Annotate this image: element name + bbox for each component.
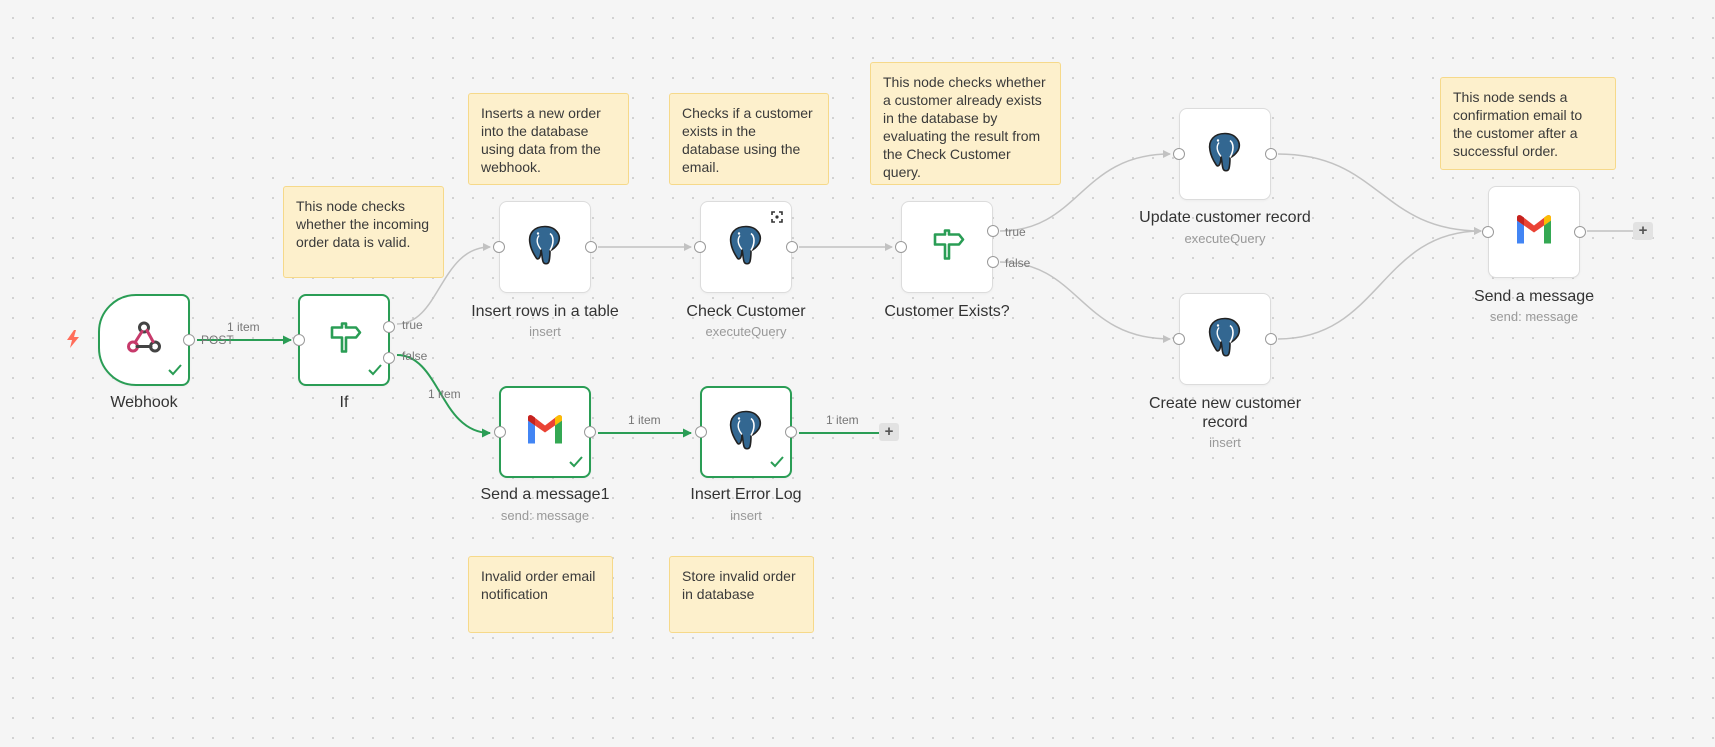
add-node-button[interactable]: + xyxy=(1633,222,1653,240)
edge-exists-true-update[interactable] xyxy=(999,150,1171,232)
insert-rows-node[interactable] xyxy=(493,201,597,293)
edge-if-true-insert[interactable] xyxy=(396,243,491,325)
output-handle[interactable] xyxy=(1265,333,1277,345)
send-message1-node-subtitle: send: message xyxy=(500,508,590,523)
webhook-icon xyxy=(124,318,164,363)
create-customer-node[interactable] xyxy=(1173,293,1277,385)
postgres-elephant-icon xyxy=(1205,131,1245,178)
webhook-output-label: POST xyxy=(201,333,234,347)
success-check-icon xyxy=(569,455,583,473)
sticky-note-exists[interactable]: This node checks whether a customer alre… xyxy=(870,62,1061,185)
success-check-icon xyxy=(168,363,182,381)
success-check-icon xyxy=(368,363,382,381)
if-node[interactable] xyxy=(293,294,395,386)
input-handle[interactable] xyxy=(493,241,505,253)
edge-create-send[interactable] xyxy=(1277,227,1482,340)
edge-update-send[interactable] xyxy=(1277,153,1482,235)
if-false-label: false xyxy=(402,349,428,363)
webhook-node[interactable] xyxy=(98,294,195,386)
true-output-handle[interactable] xyxy=(987,225,999,237)
lightning-bolt-icon xyxy=(66,330,80,353)
send-message1-node-title: Send a message1 xyxy=(480,486,610,503)
insert-rows-node-title: Insert rows in a table xyxy=(471,303,619,320)
signpost-icon xyxy=(326,320,362,361)
input-handle[interactable] xyxy=(1173,333,1185,345)
output-handle[interactable] xyxy=(1574,226,1586,238)
sticky-note-insert[interactable]: Inserts a new order into the database us… xyxy=(468,93,629,185)
if-true-label: true xyxy=(402,318,423,332)
add-node-button[interactable]: + xyxy=(879,423,899,441)
sticky-note-send[interactable]: This node sends a confirmation email to … xyxy=(1440,77,1616,170)
gmail-icon xyxy=(1514,215,1554,250)
input-handle[interactable] xyxy=(1173,148,1185,160)
insert-error-log-node-subtitle: insert xyxy=(730,508,762,523)
webhook-node-title: Webhook xyxy=(110,394,178,411)
sticky-note-if[interactable]: This node checks whether the incoming or… xyxy=(283,186,444,278)
output-handle[interactable] xyxy=(585,241,597,253)
edge-exists-false-create[interactable] xyxy=(999,261,1171,343)
edge-item-count: 1 item xyxy=(428,387,461,401)
if-node-title: If xyxy=(339,394,349,411)
send-message-node-title: Send a message xyxy=(1473,288,1595,305)
customer-exists-node[interactable] xyxy=(895,201,999,293)
send-message1-node[interactable] xyxy=(494,386,596,478)
edge-item-count: 1 item xyxy=(628,413,661,427)
gmail-icon xyxy=(525,415,565,450)
sticky-note-invalid[interactable]: Invalid order email notification xyxy=(468,556,613,633)
insert-error-log-node[interactable] xyxy=(695,386,797,478)
check-customer-node-title: Check Customer xyxy=(686,303,806,320)
postgres-elephant-icon xyxy=(525,224,565,271)
edge-item-count: 1 item xyxy=(826,413,859,427)
sticky-note-check[interactable]: Checks if a customer exists in the datab… xyxy=(669,93,829,185)
check-customer-node-subtitle: executeQuery xyxy=(705,324,787,339)
sticky-note-store[interactable]: Store invalid order in database xyxy=(669,556,814,633)
postgres-elephant-icon xyxy=(726,409,766,456)
false-output-handle[interactable] xyxy=(987,256,999,268)
output-handle[interactable] xyxy=(183,334,195,346)
send-message-node[interactable] xyxy=(1482,186,1586,278)
edge-if-false-send1[interactable] xyxy=(396,354,491,438)
check-customer-node[interactable] xyxy=(694,201,798,293)
customer-exists-node-title: Customer Exists? xyxy=(884,303,1010,320)
output-handle[interactable] xyxy=(785,426,797,438)
exists-true-label: true xyxy=(1005,225,1026,239)
false-output-handle[interactable] xyxy=(383,352,395,364)
update-customer-node-title: Update customer record xyxy=(1139,209,1311,226)
insert-error-log-node-title: Insert Error Log xyxy=(690,486,802,503)
output-handle[interactable] xyxy=(786,241,798,253)
send-message-node-subtitle: send: message xyxy=(1489,309,1579,324)
true-output-handle[interactable] xyxy=(383,321,395,333)
create-customer-node-subtitle: insert xyxy=(1209,435,1241,450)
exists-false-label: false xyxy=(1005,256,1031,270)
input-handle[interactable] xyxy=(895,241,907,253)
input-handle[interactable] xyxy=(694,241,706,253)
update-customer-node[interactable] xyxy=(1173,108,1277,200)
signpost-icon xyxy=(929,227,965,268)
edge-item-count: 1 item xyxy=(227,320,260,334)
success-check-icon xyxy=(770,455,784,473)
update-customer-node-subtitle: executeQuery xyxy=(1184,231,1266,246)
insert-rows-node-subtitle: insert xyxy=(529,324,561,339)
output-handle[interactable] xyxy=(1265,148,1277,160)
input-handle[interactable] xyxy=(1482,226,1494,238)
execute-node-icon[interactable] xyxy=(771,210,783,223)
input-handle[interactable] xyxy=(695,426,707,438)
postgres-elephant-icon xyxy=(726,224,766,271)
output-handle[interactable] xyxy=(584,426,596,438)
input-handle[interactable] xyxy=(293,334,305,346)
input-handle[interactable] xyxy=(494,426,506,438)
create-customer-node-title: Create new customer record xyxy=(1148,395,1302,431)
postgres-elephant-icon xyxy=(1205,316,1245,363)
